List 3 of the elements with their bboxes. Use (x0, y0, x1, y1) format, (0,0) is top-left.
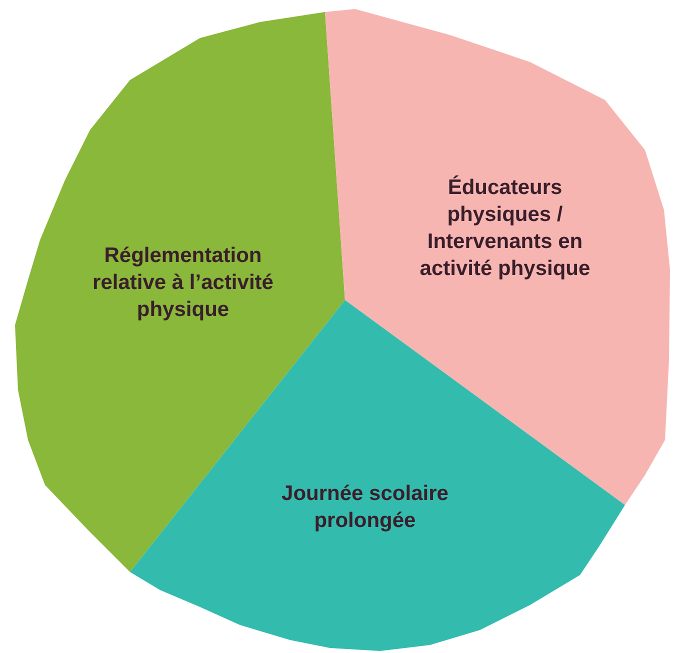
segment-label: Réglementation relative à l’activité physique (92, 242, 274, 322)
segment-label: Éducateurs physiques / Intervenants en activité physique (418, 174, 592, 282)
segment-label: Journée scolaire prolongée (280, 481, 450, 534)
